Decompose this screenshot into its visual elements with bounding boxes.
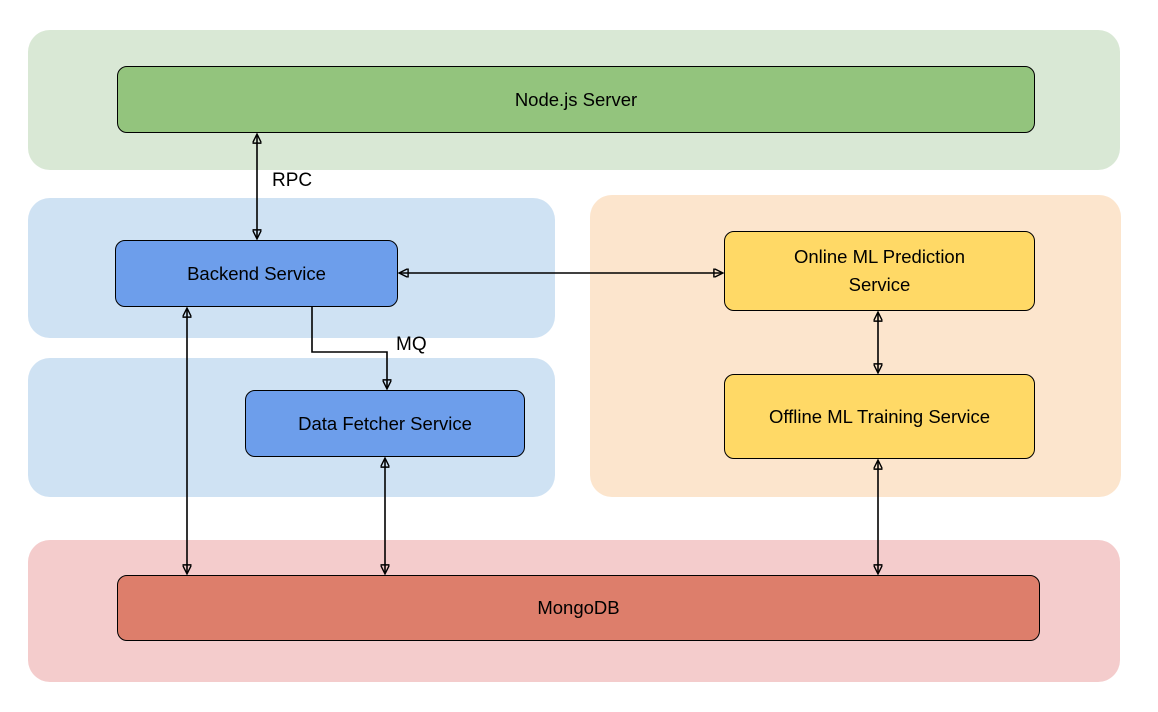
edge-label-mq: MQ — [396, 334, 427, 355]
nodejs-server-label: Node.js Server — [514, 88, 638, 110]
node-box-data-fetcher-service: Data Fetcher Service — [245, 390, 525, 457]
online-ml-prediction-label: Online ML Prediction Service — [793, 246, 966, 295]
node-box-backend-service: Backend Service — [115, 240, 398, 307]
node-box-nodejs-server: Node.js Server — [117, 66, 1035, 133]
node-box-offline-ml-training: Offline ML Training Service — [724, 374, 1035, 459]
backend-service-label: Backend Service — [187, 262, 326, 284]
node-box-online-ml-prediction: Online ML Prediction Service — [724, 231, 1035, 311]
edge-label-rpc: RPC — [272, 170, 313, 191]
offline-ml-training-label: Offline ML Training Service — [768, 405, 991, 427]
mongodb-label: MongoDB — [537, 597, 620, 618]
data-fetcher-service-label: Data Fetcher Service — [298, 412, 472, 434]
node-box-mongodb: MongoDB — [117, 575, 1040, 641]
